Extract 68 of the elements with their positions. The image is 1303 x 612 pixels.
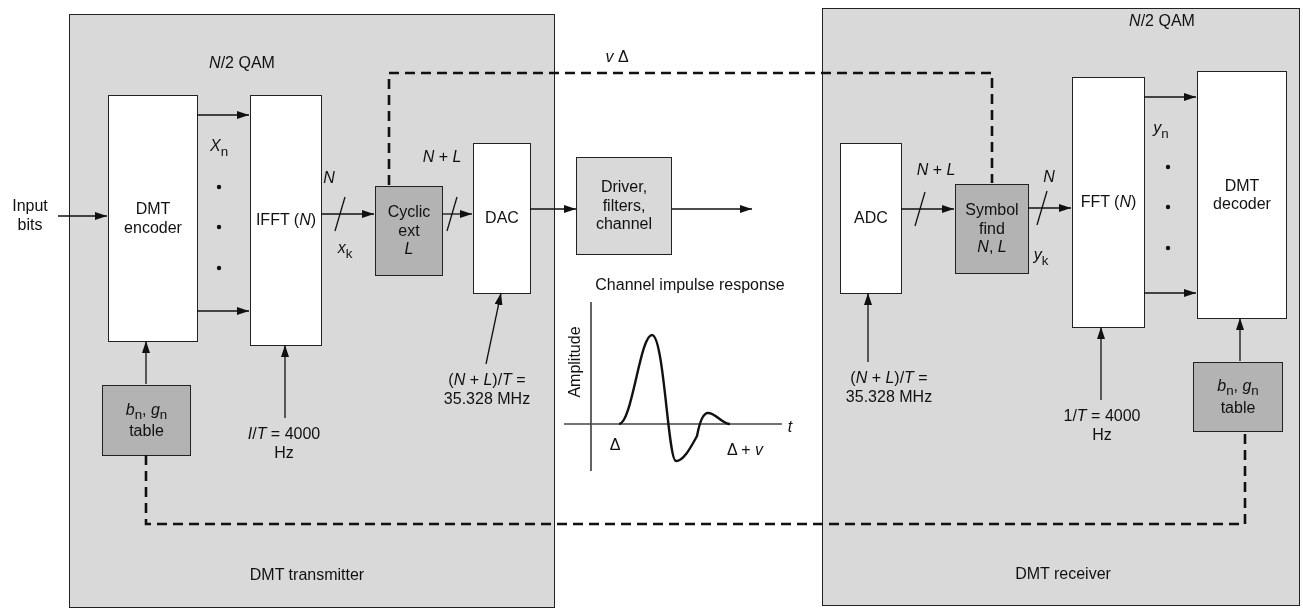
panel-heading: N/2 QAM [209, 54, 275, 72]
process-block [250, 95, 322, 346]
tick-label: Δ + v [727, 441, 763, 459]
arrow [281, 344, 289, 419]
arrow [1143, 93, 1197, 101]
dashed-link [387, 71, 994, 185]
block-label: Symbol find [964, 201, 1020, 239]
index-label: y$_{n}$ [1153, 119, 1169, 141]
block-label: b$_{n}$, g$_{n}$ table [1216, 377, 1260, 417]
parameter-block [375, 186, 443, 276]
panel-title: DMT transmitter [249, 566, 365, 584]
arrow [1143, 289, 1197, 297]
process-block [1072, 77, 1145, 328]
block-label: Cyclic ext [386, 203, 432, 241]
panel-background [822, 8, 1300, 606]
arrow [671, 205, 753, 213]
arrow [485, 292, 503, 365]
arrow [1236, 317, 1244, 362]
channel-block [576, 157, 672, 255]
arrow [864, 292, 872, 363]
block-label: DMT decoder [1212, 176, 1272, 214]
process-block [1197, 71, 1287, 319]
axis-label: t [787, 418, 793, 436]
block-label: FFT (N) [1080, 193, 1137, 212]
block-label: ADC [854, 209, 888, 228]
panel-background [69, 14, 555, 608]
arrow [1027, 204, 1072, 212]
axis-label: Amplitude [566, 326, 584, 398]
bus-width-label: N [323, 169, 335, 187]
signal-label: y$_{k}$ [1033, 246, 1049, 268]
process-block [108, 95, 198, 342]
block-label: DMT encoder [123, 200, 183, 237]
dashed-link [144, 431, 1247, 526]
process-block [840, 143, 902, 294]
arrow [529, 205, 577, 213]
panel-heading: N/2 QAM [1129, 12, 1195, 30]
index-label: X$_{n}$ [209, 137, 229, 159]
block-label: Driver, filters, channel [594, 178, 653, 234]
arrow [142, 340, 150, 385]
arrow [441, 210, 473, 218]
tick-label: Δ [609, 436, 621, 454]
block-label: DAC [485, 209, 519, 228]
chart-title: Channel impulse response [595, 276, 785, 294]
arrow [196, 307, 250, 315]
rate-label: (N + L)/T = 35.328 MHz [423, 365, 551, 413]
block-label: L [404, 240, 414, 259]
bus-width-label: N + L [916, 161, 956, 179]
block-label: b$_{n}$, g$_{n}$ table [124, 400, 169, 441]
input-label: Input bits [2, 192, 58, 238]
arrow [320, 210, 375, 218]
parameter-block [955, 184, 1029, 274]
parameter-block [102, 385, 191, 456]
arrow [196, 111, 250, 119]
arrow [57, 212, 108, 220]
arrow [1097, 326, 1105, 401]
rate-label: (N + L)/T = 35.328 MHz [825, 363, 953, 411]
rate-label: I/T = 4000 Hz [242, 419, 326, 467]
bus-width-label: N [1043, 168, 1055, 186]
delay-label: v Δ [605, 48, 629, 66]
block-label: IFFT (N) [255, 211, 317, 230]
panel-title: DMT receiver [1015, 565, 1111, 583]
rate-label: 1/T = 4000 Hz [1059, 401, 1145, 449]
bus-width-label: N + L [422, 148, 462, 166]
block-label: N, L [977, 238, 1007, 257]
parameter-block [1193, 362, 1283, 432]
signal-label: x$_{k}$ [337, 239, 353, 261]
process-block [473, 143, 531, 294]
arrow [900, 205, 955, 213]
